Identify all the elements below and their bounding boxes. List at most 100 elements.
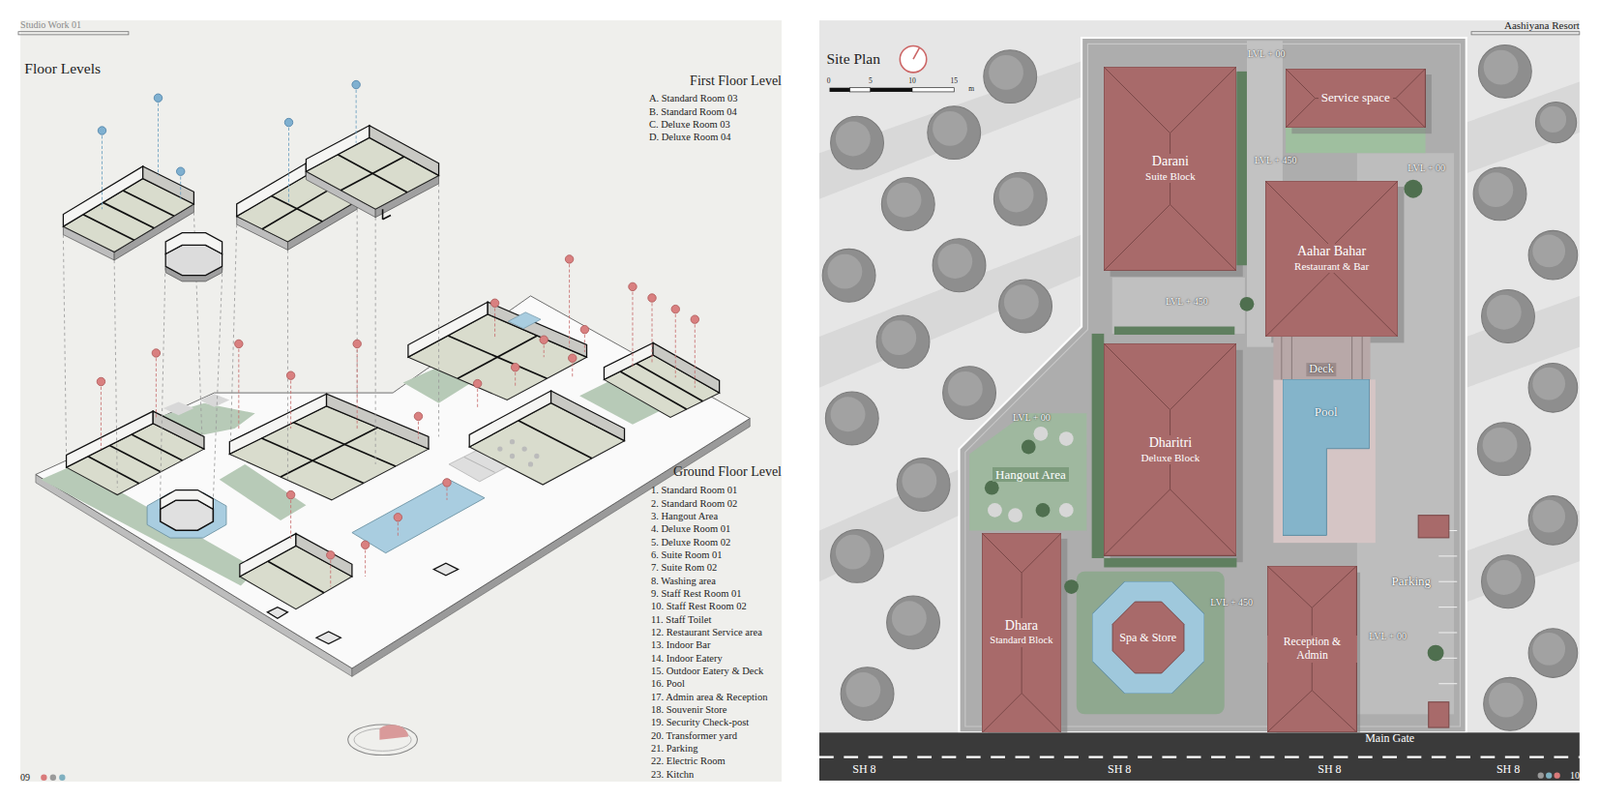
roof-ridge xyxy=(981,692,1022,733)
roof-ridge xyxy=(1312,565,1358,608)
legend-item: 18. Souvenir Store xyxy=(651,704,727,716)
block-subtitle: Restaurant & Bar xyxy=(1291,260,1372,273)
area-label: Main Gate xyxy=(1364,732,1415,746)
roof-ridge xyxy=(1267,565,1312,608)
legend-item: 12. Restaurant Service area xyxy=(651,626,763,639)
spa-roof xyxy=(1112,601,1185,674)
scale-mark: m xyxy=(968,84,975,93)
building-block: Reception & Admin xyxy=(1267,565,1357,733)
roof-ridge xyxy=(1170,343,1238,411)
block-name: Darani xyxy=(1149,153,1192,171)
block-name: Dharitri xyxy=(1146,435,1195,452)
legend-item: 4. Deluxe Room 01 xyxy=(651,523,731,535)
sheet-tag: Studio Work 01 xyxy=(20,20,82,32)
pool-outline xyxy=(1282,379,1370,535)
legend-item: 2. Standard Room 02 xyxy=(651,498,738,510)
section-heading: Floor Levels xyxy=(24,59,101,78)
block-subtitle: Deluxe Block xyxy=(1138,451,1204,465)
level-tag: LVL + 00 xyxy=(1247,48,1286,60)
level-tag: LVL + 00 xyxy=(1368,630,1407,643)
block-name: Aahar Bahar xyxy=(1294,243,1369,261)
roof-ridge xyxy=(1103,489,1171,557)
block-name: Reception & Admin xyxy=(1267,635,1357,663)
legend-item: 9. Staff Rest Room 01 xyxy=(651,588,741,600)
level-tag: LVL + 450 xyxy=(1210,597,1253,610)
road-name: SH 8 xyxy=(1496,764,1520,778)
area-label: Parking xyxy=(1392,574,1431,590)
roof-ridge xyxy=(1021,533,1062,573)
roof-ridge xyxy=(1285,97,1316,128)
legend-item: B. Standard Room 04 xyxy=(649,106,738,119)
building-block: DharaStandard Block xyxy=(981,533,1062,734)
roof-ridge xyxy=(1265,180,1333,248)
legend-item: 17. Admin area & Reception xyxy=(651,691,768,704)
building-block: Pool xyxy=(1282,379,1370,535)
page-number: 10 xyxy=(1570,770,1580,782)
site-plan-drawing xyxy=(819,20,1580,781)
spa-pool-ring xyxy=(1092,581,1205,694)
legend-item: C. Deluxe Room 03 xyxy=(649,118,731,131)
legend-item: 14. Indoor Eatery xyxy=(651,652,723,665)
legend-item: 23. Kitchn xyxy=(651,769,694,781)
legend-item: 5. Deluxe Room 02 xyxy=(651,536,731,549)
pool-shape xyxy=(1282,379,1370,535)
roof-ridge xyxy=(1103,204,1171,271)
block-subtitle: Standard Block xyxy=(986,634,1056,648)
section-heading: Site Plan xyxy=(826,50,881,68)
roof-outline xyxy=(1103,343,1237,556)
block-subtitle: Suite Block xyxy=(1142,170,1199,183)
scale-mark: 10 xyxy=(908,77,917,87)
legend-item: 8. Washing area xyxy=(651,575,716,588)
legend-item: 15. Outdoor Eatery & Deck xyxy=(651,665,764,678)
legend-item: 20. Transformer yard xyxy=(651,730,738,742)
roof-ridge xyxy=(1312,690,1358,733)
legend-item: D. Deluxe Room 04 xyxy=(649,131,732,144)
legend-item: A. Standard Room 03 xyxy=(649,92,739,105)
legend-item: 7. Suite Rom 02 xyxy=(651,562,717,574)
scale-mark: 0 xyxy=(827,77,831,87)
building-block: Spa & Store xyxy=(1092,581,1205,694)
roof-ridge xyxy=(1170,489,1238,557)
roof-ridge xyxy=(1332,270,1399,338)
building-block: Service space xyxy=(1285,68,1426,128)
building-block: Hangout Area xyxy=(974,433,1087,515)
building-block: DharitriDeluxe Block xyxy=(1103,343,1237,556)
roof-ridge xyxy=(1285,68,1316,99)
level-tag: LVL + 450 xyxy=(1165,296,1209,308)
roof-ridge xyxy=(1395,97,1426,128)
legend-item: 6. Suite Room 01 xyxy=(651,549,723,562)
level-tag: LVL + 450 xyxy=(1254,154,1298,167)
roof-ridge xyxy=(981,533,1022,573)
building-block: Aahar BaharRestaurant & Bar xyxy=(1265,180,1398,337)
roof-ridge xyxy=(1332,180,1399,248)
legend-item: 11. Staff Toilet xyxy=(651,614,712,626)
roof-ridge xyxy=(1170,66,1238,134)
isometric-drawing xyxy=(18,20,782,782)
legend-item: 19. Security Check-post xyxy=(651,716,749,729)
section-heading: Ground Floor Level xyxy=(673,464,782,480)
roof-ridge xyxy=(1170,204,1238,271)
section-heading: First Floor Level xyxy=(689,73,782,89)
road-name: SH 8 xyxy=(1317,764,1341,778)
legend-item: 1. Standard Room 01 xyxy=(651,484,738,497)
roof-outline xyxy=(1103,66,1237,271)
block-name: Hangout Area xyxy=(992,467,1069,483)
level-tag: LVL + 00 xyxy=(1012,413,1051,425)
roof-outline xyxy=(1267,565,1357,733)
page-number: 09 xyxy=(20,771,30,784)
block-name: Service space xyxy=(1318,89,1393,106)
block-name: Pool xyxy=(1311,404,1341,420)
roof-ridge xyxy=(1103,343,1171,411)
roof-ridge xyxy=(1103,66,1171,134)
roof-ridge xyxy=(1267,690,1312,733)
legend-item: 21. Parking xyxy=(651,742,698,755)
scale-mark: 5 xyxy=(868,77,873,87)
legend-item: 10. Staff Rest Room 02 xyxy=(651,600,747,613)
block-name: Dhara xyxy=(1002,618,1041,635)
block-name: Spa & Store xyxy=(1116,630,1180,645)
roof-ridge xyxy=(1395,68,1426,99)
roof-ridge xyxy=(1021,692,1062,733)
building-block: DaraniSuite Block xyxy=(1103,66,1237,271)
roof-outline xyxy=(1265,180,1398,337)
